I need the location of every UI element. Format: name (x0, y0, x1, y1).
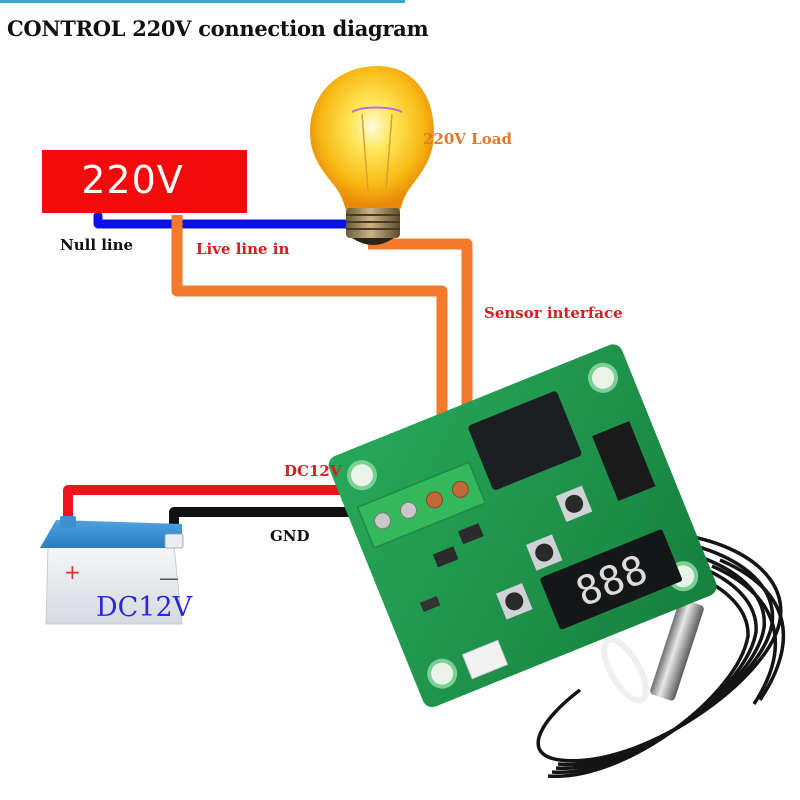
button-set (555, 485, 593, 523)
ic-chip (592, 421, 656, 502)
terminal-block (356, 461, 487, 549)
relay (468, 391, 582, 490)
dc12v-wire (63, 485, 420, 522)
probe-tip (650, 599, 704, 701)
diagram-title: CONTROL 220V connection diagram (7, 16, 429, 41)
null-line-wire (93, 211, 357, 229)
source-220v-box: 220V (42, 150, 247, 213)
cable-tie (601, 636, 649, 704)
live-line-wire (171, 215, 448, 452)
battery-minus-sign: — (159, 566, 179, 590)
mount-hole (427, 658, 458, 689)
led-display (540, 529, 682, 630)
light-bulb-icon (310, 66, 434, 245)
mount-hole (588, 362, 619, 393)
sensor-connector (461, 639, 509, 680)
button-plus (525, 534, 563, 571)
thermostat-board (328, 344, 717, 708)
sensor-interface-wire (368, 238, 473, 448)
null-line-label: Null line (60, 236, 134, 254)
top-accent-rule (0, 0, 405, 3)
gnd-label: GND (270, 527, 310, 545)
sensor-interface-label: Sensor interface (484, 304, 623, 322)
live-line-label: Live line in (196, 240, 290, 258)
load-label: 220V Load (423, 130, 512, 148)
dc12v-label: DC12V (284, 462, 342, 480)
battery-plus-sign: + (64, 560, 81, 584)
source-label: 220V (81, 157, 184, 202)
battery-icon (40, 516, 184, 625)
mount-hole (346, 460, 377, 491)
battery-label: DC12V (96, 592, 193, 623)
button-minus (496, 583, 533, 620)
